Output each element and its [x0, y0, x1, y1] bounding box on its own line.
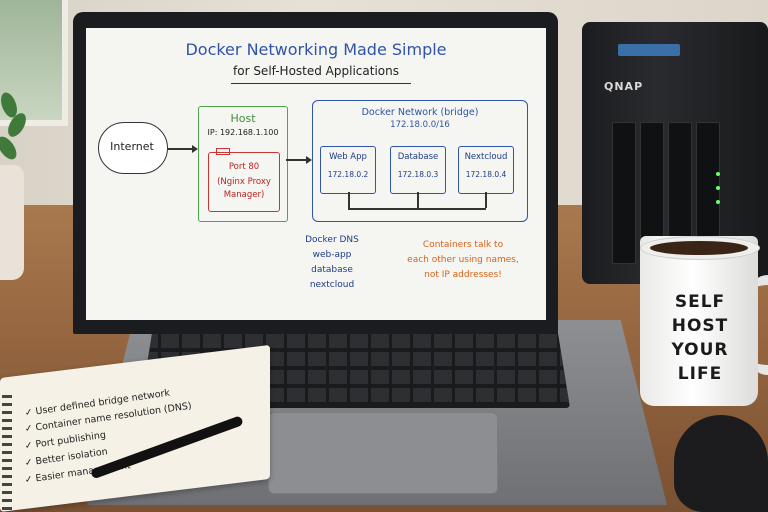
- nas-sticker: [618, 44, 680, 56]
- note-line: Containers talk to: [422, 240, 504, 250]
- port-line: Port 80: [228, 162, 260, 172]
- computer-mouse[interactable]: [674, 415, 768, 512]
- trackpad[interactable]: [268, 412, 498, 494]
- diagram-title: Docker Networking Made Simple: [185, 40, 447, 59]
- internet-cloud-icon: [98, 122, 168, 174]
- subtitle-underline: [231, 83, 411, 84]
- mug-handle: [748, 275, 768, 375]
- port-line: Manager): [223, 190, 265, 200]
- note-line: each other using names,: [407, 255, 519, 265]
- dns-entry: web-app: [312, 250, 352, 260]
- port-box-tab: [216, 148, 230, 155]
- container-ip: 172.18.0.2: [327, 170, 369, 179]
- callout-note: Containers talk to each other using name…: [398, 238, 528, 283]
- host-box: [198, 106, 288, 222]
- container-ip: 172.18.0.4: [465, 170, 507, 179]
- port-line: (Nginx Proxy: [217, 177, 271, 187]
- host-title: Host: [230, 112, 256, 125]
- mug-text-line: YOUR: [671, 340, 729, 360]
- dns-entry: nextcloud: [309, 280, 355, 290]
- laptop-screen: Docker Networking Made Simple for Self-H…: [86, 28, 546, 320]
- nas-status-led: [716, 200, 720, 204]
- nas-status-led: [716, 186, 720, 190]
- nas-status-led: [716, 172, 720, 176]
- connector-line: [348, 192, 350, 208]
- diagram-subtitle: for Self-Hosted Applications: [233, 64, 399, 78]
- container-name: Database: [397, 152, 439, 162]
- arrow-host-to-network: [286, 156, 312, 163]
- connector-line: [417, 192, 419, 208]
- network-bus-line: [348, 208, 486, 210]
- dns-title: Docker DNS: [305, 235, 359, 245]
- container-ip: 172.18.0.3: [397, 170, 439, 179]
- network-subnet: 172.18.0.0/16: [390, 120, 450, 130]
- arrow-internet-to-host: [168, 145, 198, 152]
- mug-text-line: LIFE: [677, 364, 723, 384]
- mug-text-line: HOST: [671, 316, 729, 336]
- coffee: [650, 241, 748, 255]
- note-line: not IP addresses!: [424, 270, 502, 280]
- nas-drive-bay: [612, 122, 636, 264]
- internet-label: Internet: [110, 140, 154, 153]
- container-name: Web App: [329, 152, 367, 162]
- coffee-mug: [640, 236, 758, 406]
- host-ip: IP: 192.168.1.100: [207, 128, 279, 137]
- notebook-spiral: [2, 395, 12, 512]
- container-name: Nextcloud: [464, 152, 508, 162]
- network-title: Docker Network (bridge): [361, 107, 479, 118]
- port-box: [208, 152, 280, 212]
- docker-network-box: [312, 100, 528, 222]
- nas-brand-logo: QNAP: [604, 80, 644, 93]
- dns-entry: database: [311, 265, 353, 275]
- connector-line: [485, 192, 487, 208]
- docker-dns-list: Docker DNS web-app database nextcloud: [292, 233, 372, 293]
- mug-text-line: SELF: [674, 292, 726, 312]
- plant-pot: [0, 165, 24, 280]
